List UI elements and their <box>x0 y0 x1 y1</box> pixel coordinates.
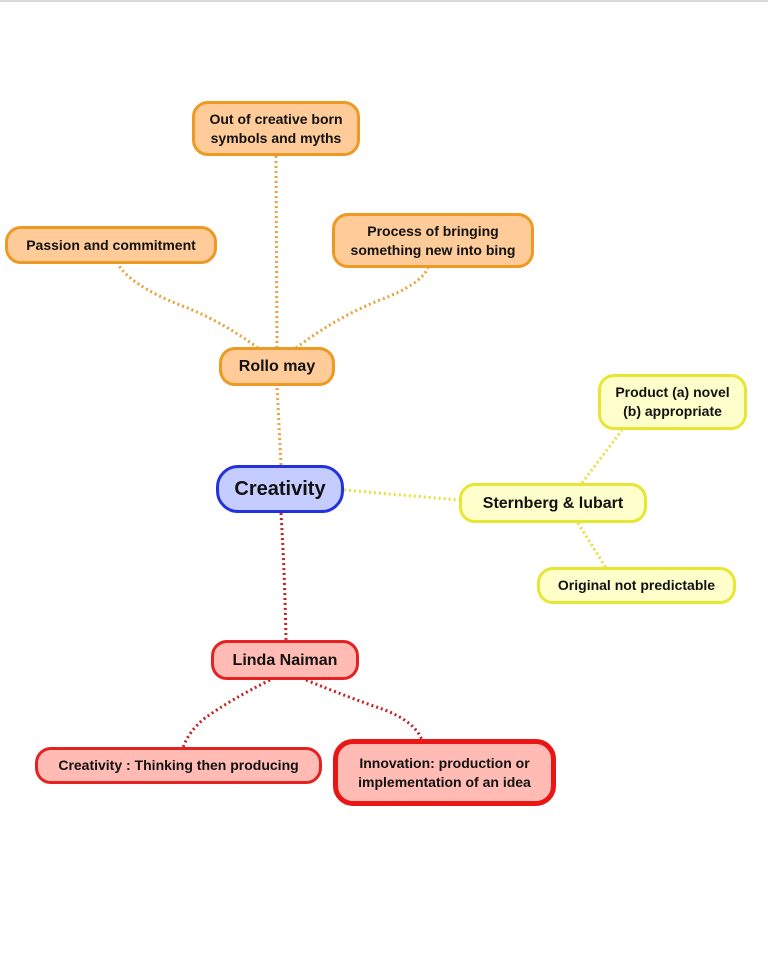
connector-center-linda <box>279 512 288 641</box>
center-node-creativity[interactable]: Creativity <box>216 465 344 513</box>
node-linda-naiman-label: Linda Naiman <box>232 651 338 669</box>
node-symbols-and-myths[interactable]: Out of creative born symbols and myths <box>192 101 360 156</box>
node-passion-and-commitment[interactable]: Passion and commitment <box>5 226 217 264</box>
connector-rollo-symbols <box>274 155 279 349</box>
connector-sternberg-original <box>576 522 608 569</box>
connector-linda-innovation <box>305 678 424 741</box>
node-product-novel-appropriate-label: Product (a) novel (b) appropriate <box>615 384 730 419</box>
connector-rollo-passion <box>116 263 259 350</box>
node-passion-and-commitment-label: Passion and commitment <box>26 236 196 253</box>
connector-sternberg-product <box>580 429 624 484</box>
node-product-novel-appropriate[interactable]: Product (a) novel (b) appropriate <box>598 374 747 430</box>
connector-center-rollo <box>275 385 283 466</box>
top-border <box>0 0 768 2</box>
node-process-of-bringing[interactable]: Process of bringing something new into b… <box>332 213 534 268</box>
node-process-of-bringing-label: Process of bringing something new into b… <box>350 222 516 258</box>
node-sternberg-lubart[interactable]: Sternberg & lubart <box>459 483 647 523</box>
node-creativity-thinking-producing-label: Creativity : Thinking then producing <box>58 757 299 773</box>
node-original-not-predictable-label: Original not predictable <box>557 577 716 593</box>
node-innovation-production-label: Innovation: production or implementation… <box>358 754 531 790</box>
node-original-not-predictable[interactable]: Original not predictable <box>537 567 736 604</box>
center-node-label: Creativity <box>234 477 326 500</box>
node-innovation-production[interactable]: Innovation: production or implementation… <box>333 739 556 806</box>
connector-center-sternberg <box>343 488 460 502</box>
node-linda-naiman[interactable]: Linda Naiman <box>211 640 359 680</box>
node-symbols-and-myths-label: Out of creative born symbols and myths <box>209 110 343 146</box>
connector-rollo-process <box>295 267 430 350</box>
node-sternberg-lubart-label: Sternberg & lubart <box>482 494 624 512</box>
connector-linda-creativity <box>181 678 271 749</box>
node-creativity-thinking-producing[interactable]: Creativity : Thinking then producing <box>35 747 322 784</box>
node-rollo-may-label: Rollo may <box>238 358 316 375</box>
node-rollo-may[interactable]: Rollo may <box>219 347 335 386</box>
